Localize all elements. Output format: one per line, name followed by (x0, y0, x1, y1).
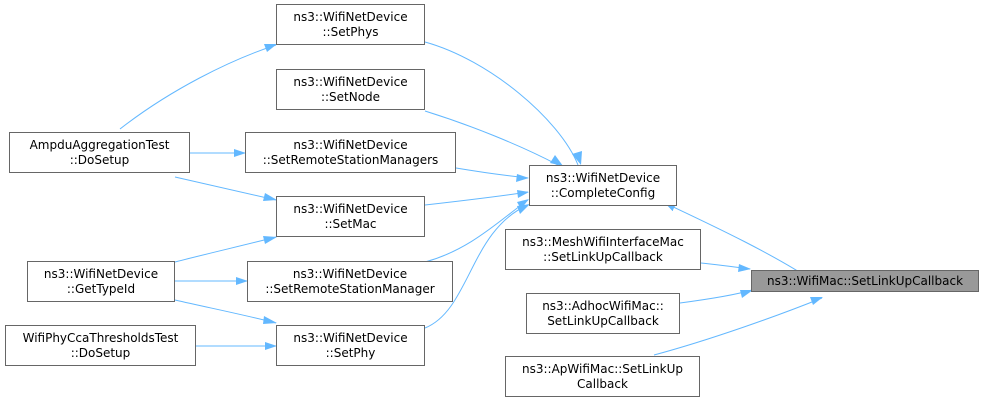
edge-setphy-to-complete (424, 204, 529, 329)
arrowhead-target-from-mesh (738, 264, 751, 272)
node-setmac[interactable]: ns3::WifiNetDevice ::SetMac (276, 196, 425, 237)
edge-setnode-to-complete (424, 110, 559, 166)
node-setphy-line2: ::SetPhy (325, 345, 376, 360)
node-setremotestationmanagers-line1: ns3::WifiNetDevice (293, 137, 408, 152)
node-setmac-line1: ns3::WifiNetDevice (293, 201, 408, 216)
arrowhead-setphys (264, 44, 277, 52)
node-setremotestationmanagers[interactable]: ns3::WifiNetDevice ::SetRemoteStationMan… (245, 132, 456, 173)
node-gettypeid-line2: ::GetTypeId (66, 281, 136, 296)
node-adhoc-setlinkupcallback-line1: ns3::AdhocWifiMac:: (542, 298, 664, 313)
node-completeconfig-line1: ns3::WifiNetDevice (545, 170, 661, 185)
arrowhead-complete-from-setphys (572, 151, 582, 165)
arrowhead-setphy-b (265, 342, 277, 350)
node-ampdu-dosetup-line2: ::DoSetup (69, 152, 130, 167)
arrowhead-complete-from-setrsms (516, 174, 529, 182)
node-setnode[interactable]: ns3::WifiNetDevice ::SetNode (276, 69, 425, 110)
node-ampdu-dosetup[interactable]: AmpduAggregationTest ::DoSetup (9, 132, 190, 173)
node-setnode-line2: ::SetNode (320, 89, 381, 104)
node-mesh-setlinkupcallback-line2: ::SetLinkUpCallback (543, 249, 663, 264)
node-setphys-line1: ns3::WifiNetDevice (293, 9, 408, 24)
node-setremotestationmanager-line1: ns3::WifiNetDevice (292, 266, 408, 281)
node-completeconfig[interactable]: ns3::WifiNetDevice ::CompleteConfig (529, 165, 677, 206)
arrowhead-target-from-ap (810, 297, 823, 305)
edge-gettypeid-to-setmac (174, 236, 277, 263)
node-setnode-line1: ns3::WifiNetDevice (293, 74, 408, 89)
arrowhead-setmac-a (263, 193, 277, 201)
node-setphys[interactable]: ns3::WifiNetDevice ::SetPhys (276, 4, 425, 45)
edge-ampdu-to-setmac (174, 176, 277, 201)
node-setremotestationmanagers-line2: ::SetRemoteStationManagers (262, 152, 439, 167)
arrowhead-setrsm (236, 277, 248, 285)
edge-setphys-to-complete (424, 41, 579, 166)
node-cca-dosetup-line1: WifiPhyCcaThresholdsTest (22, 330, 179, 345)
node-ampdu-dosetup-line1: AmpduAggregationTest (29, 137, 170, 152)
edge-ap-to-target (653, 297, 823, 356)
node-completeconfig-line2: ::CompleteConfig (550, 185, 656, 200)
node-gettypeid-line1: ns3::WifiNetDevice (43, 266, 159, 281)
node-setphys-line2: ::SetPhys (322, 24, 379, 39)
node-mesh-setlinkupcallback-line1: ns3::MeshWifiInterfaceMac (522, 234, 684, 249)
node-ap-setlinkupcallback-line1: ns3::ApWifiMac::SetLinkUp (522, 361, 683, 376)
node-setremotestationmanager-line2: ::SetRemoteStationManager (265, 281, 435, 296)
node-target-setlinkupcallback: ns3::WifiMac::SetLinkUpCallback (751, 270, 979, 292)
arrowhead-complete-from-setnode (550, 155, 563, 166)
arrowhead-setphy-a (263, 316, 277, 324)
node-setphy[interactable]: ns3::WifiNetDevice ::SetPhy (276, 325, 425, 366)
arrowhead-setrsms (234, 149, 246, 157)
node-ap-setlinkupcallback-line2: Callback (577, 376, 628, 391)
node-adhoc-setlinkupcallback-line2: SetLinkUpCallback (547, 313, 659, 328)
arrowhead-complete-from-setmac (517, 190, 529, 198)
node-adhoc-setlinkupcallback[interactable]: ns3::AdhocWifiMac:: SetLinkUpCallback (526, 293, 680, 334)
node-target-label: ns3::WifiMac::SetLinkUpCallback (766, 273, 964, 288)
node-setremotestationmanager[interactable]: ns3::WifiNetDevice ::SetRemoteStationMan… (247, 261, 453, 302)
edge-ampdu-to-setphys (119, 44, 277, 130)
node-gettypeid[interactable]: ns3::WifiNetDevice ::GetTypeId (27, 261, 175, 302)
node-setphy-line1: ns3::WifiNetDevice (293, 330, 408, 345)
edge-gettypeid-to-setphy (174, 299, 277, 324)
arrowhead-setmac-b (263, 236, 277, 244)
arrowhead-target-from-adhoc (740, 290, 753, 298)
node-cca-dosetup[interactable]: WifiPhyCcaThresholdsTest ::DoSetup (5, 325, 196, 366)
edge-setmac-to-complete (424, 191, 529, 206)
node-ap-setlinkupcallback[interactable]: ns3::ApWifiMac::SetLinkUp Callback (505, 356, 700, 397)
node-setmac-line2: ::SetMac (324, 216, 377, 231)
node-mesh-setlinkupcallback[interactable]: ns3::MeshWifiInterfaceMac ::SetLinkUpCal… (505, 229, 701, 270)
node-cca-dosetup-line2: ::DoSetup (70, 345, 131, 360)
arrowhead-complete-from-setphy (517, 204, 530, 214)
